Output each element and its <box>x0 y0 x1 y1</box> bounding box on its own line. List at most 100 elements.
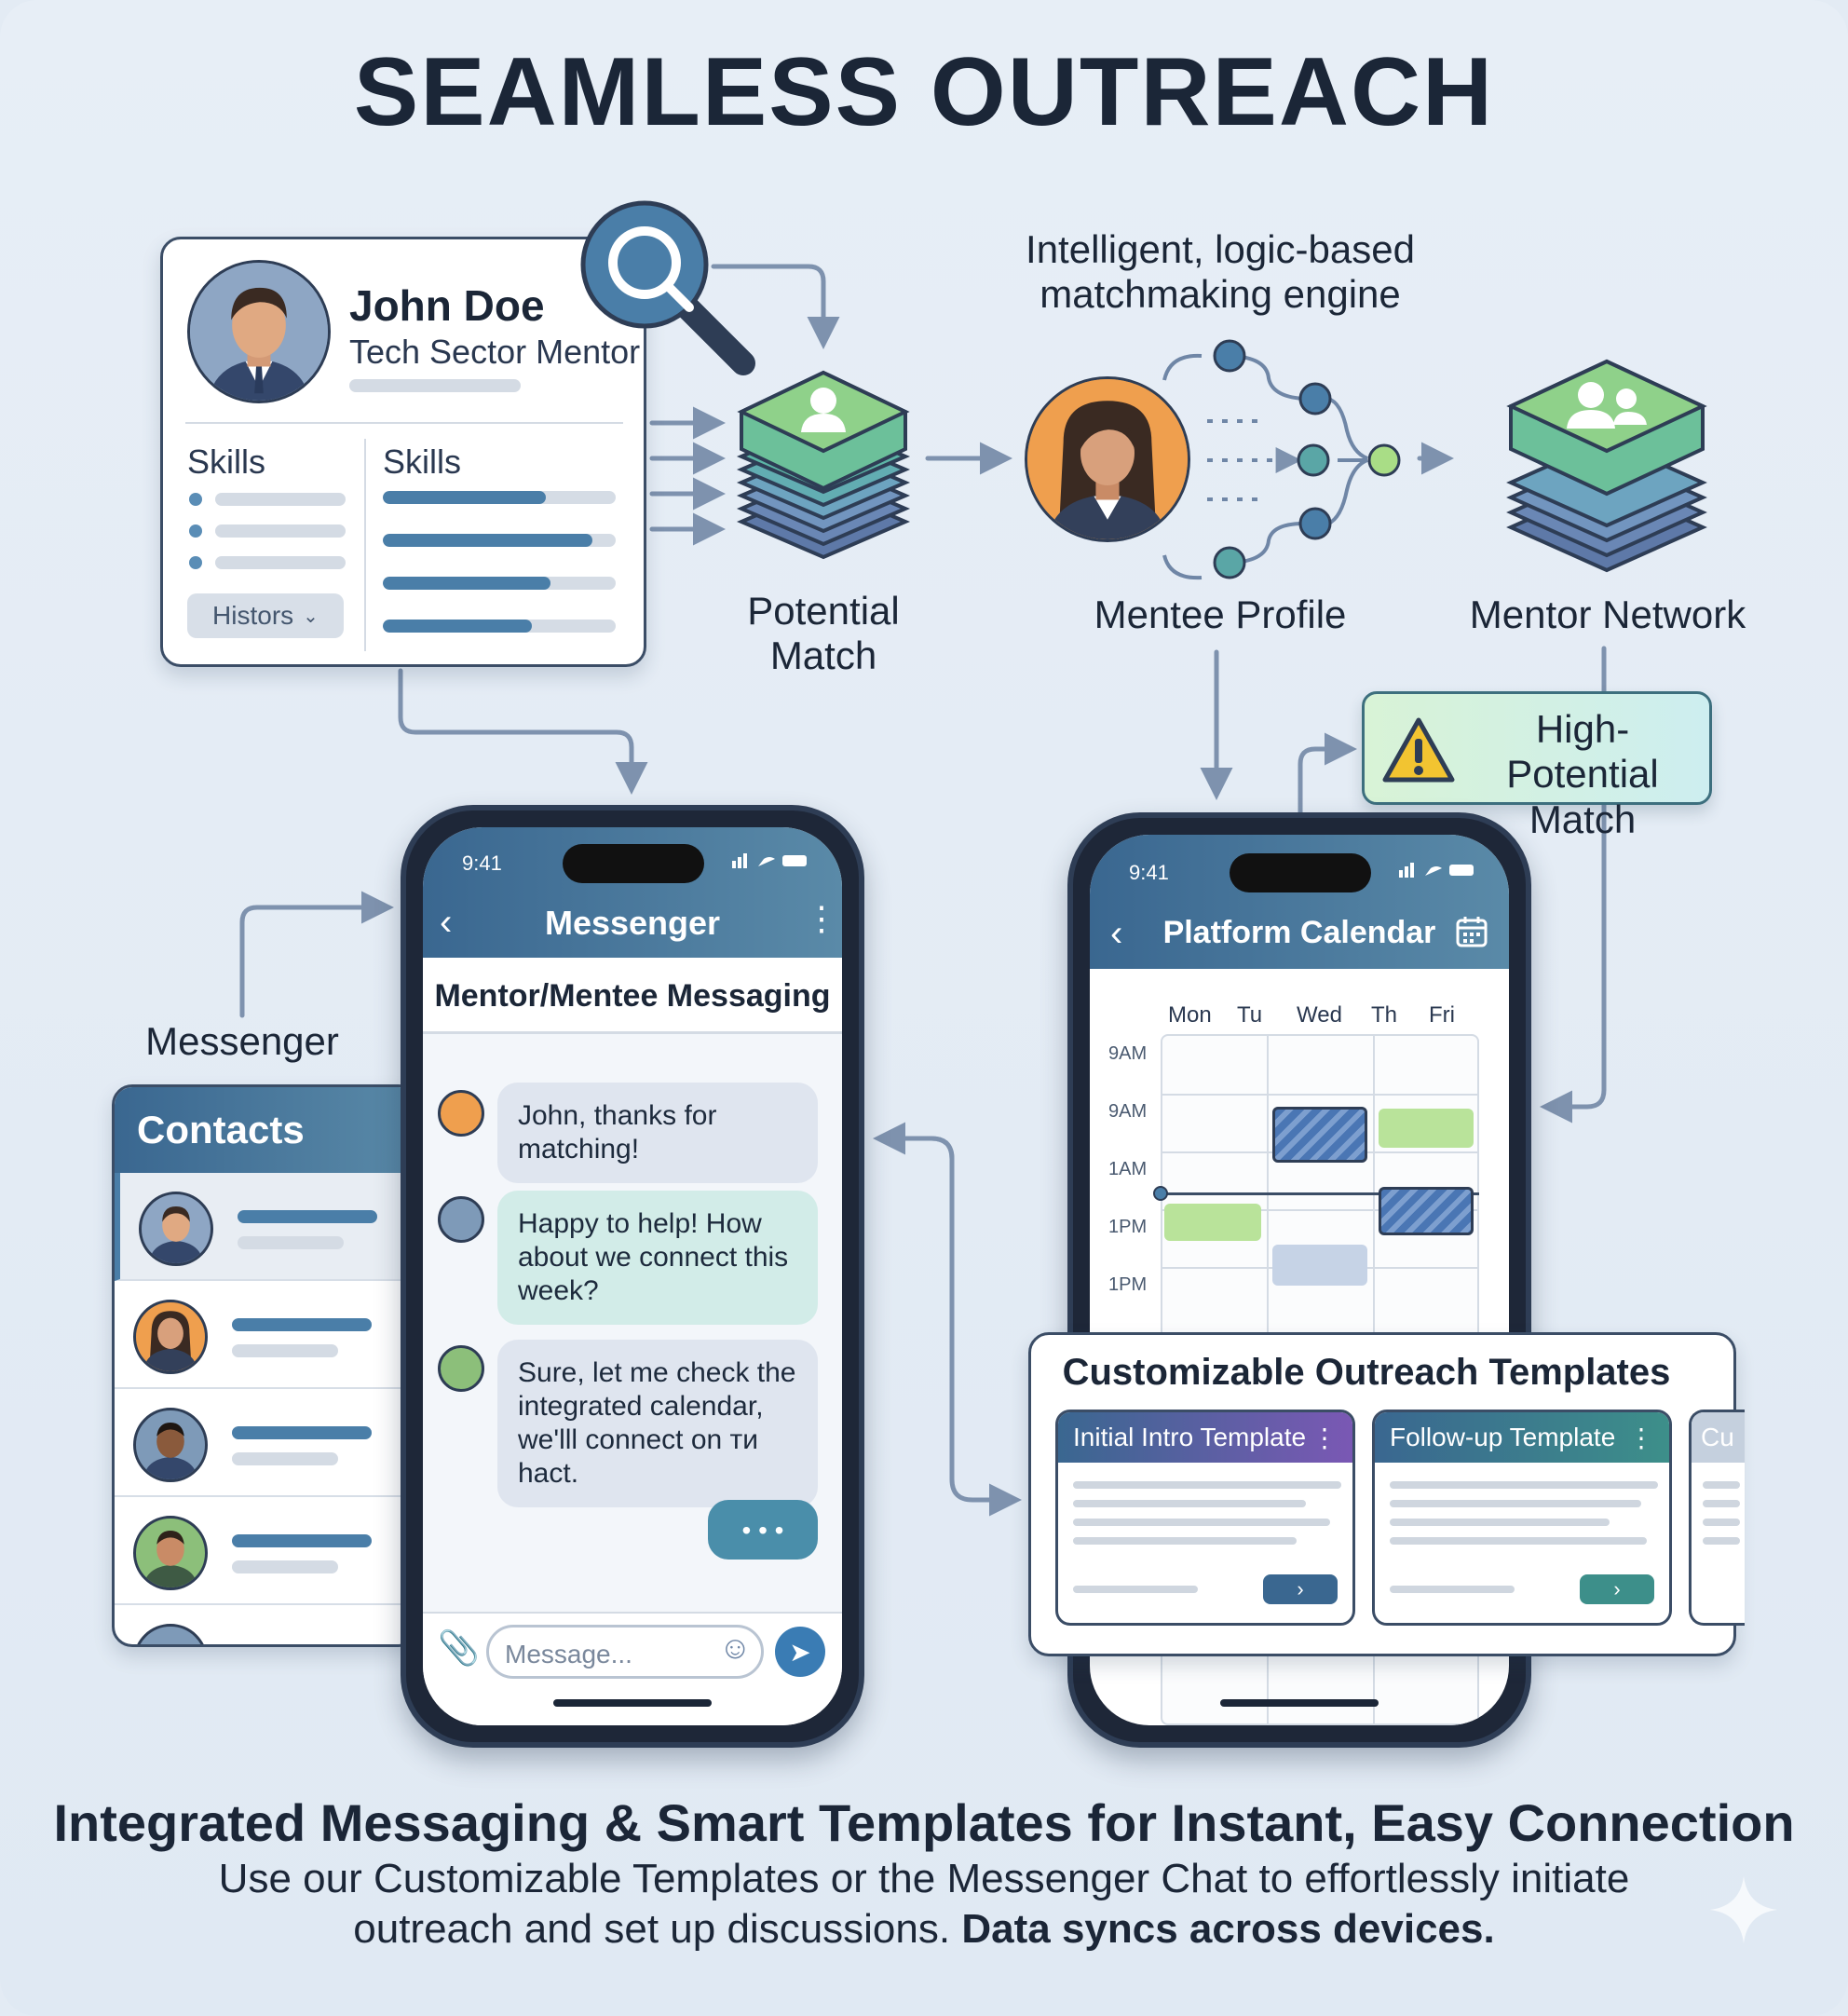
sparkle-icon <box>1710 1876 1777 1943</box>
grid-row-line <box>1161 1209 1479 1211</box>
template-card-followup[interactable]: Follow-up Template ⋮ › <box>1372 1410 1672 1626</box>
back-chevron-icon[interactable]: ‹ <box>1110 913 1123 954</box>
chevron-down-icon: ⌄ <box>303 606 319 627</box>
contact-name-bar <box>232 1426 372 1439</box>
send-button[interactable]: ➤ <box>775 1627 825 1677</box>
magnifier-icon <box>580 200 755 375</box>
calendar-event[interactable] <box>1164 1204 1261 1241</box>
template-line <box>1390 1500 1641 1507</box>
warning-icon <box>1382 717 1455 783</box>
emoji-icon[interactable]: ☺ <box>719 1630 752 1666</box>
chat-avatar-icon <box>438 1196 484 1243</box>
contact-row[interactable] <box>115 1497 416 1605</box>
signal-wifi-battery-icon <box>1399 863 1474 878</box>
template-card-title: Cu <box>1701 1423 1734 1451</box>
calendar-app-title: Platform Calendar <box>1162 915 1436 950</box>
contact-detail-bar <box>238 1236 344 1249</box>
message-input[interactable] <box>486 1625 764 1679</box>
template-card-custom[interactable]: Cu <box>1689 1410 1745 1626</box>
calendar-event[interactable] <box>1272 1245 1367 1286</box>
more-vertical-icon[interactable]: ⋮ <box>805 899 838 937</box>
skill-dot <box>189 493 202 506</box>
calendar-event[interactable] <box>1379 1109 1474 1148</box>
contact-detail-bar <box>232 1560 338 1573</box>
template-line <box>1390 1519 1610 1526</box>
skill-level-bar <box>383 491 616 504</box>
more-vertical-icon[interactable]: ⋮ <box>1628 1423 1654 1452</box>
contact-name-bar <box>238 1210 377 1223</box>
home-indicator <box>1220 1699 1379 1707</box>
skill-level-bar <box>383 534 616 547</box>
attachment-icon[interactable]: 📎 <box>438 1628 480 1667</box>
calendar-time-label: 1AM <box>1108 1159 1148 1179</box>
page-title: SEAMLESS OUTREACH <box>353 38 1495 146</box>
template-line <box>1703 1481 1740 1489</box>
template-next-button[interactable]: › <box>1580 1574 1654 1604</box>
template-line <box>1390 1586 1515 1593</box>
calendar-event[interactable] <box>1272 1107 1367 1163</box>
current-time-dot <box>1153 1186 1168 1201</box>
template-card-header: Initial Intro Template ⋮ <box>1058 1412 1352 1463</box>
name-placeholder-bar <box>349 379 521 392</box>
contact-avatar-icon <box>133 1624 208 1644</box>
template-line <box>1073 1481 1341 1489</box>
template-line <box>1390 1481 1658 1489</box>
contact-name-bar <box>232 1318 372 1331</box>
more-vertical-icon[interactable]: ⋮ <box>1311 1423 1338 1452</box>
contacts-panel: Contacts <box>112 1084 419 1647</box>
calendar-day-mon: Mon <box>1168 1002 1212 1028</box>
template-card-header: Follow-up Template ⋮ <box>1375 1412 1669 1463</box>
template-line <box>1390 1537 1647 1545</box>
calendar-icon[interactable] <box>1455 915 1488 948</box>
template-line <box>1073 1586 1198 1593</box>
contact-row[interactable] <box>115 1281 416 1389</box>
chat-avatar-icon <box>438 1345 484 1392</box>
status-icons <box>730 848 814 870</box>
template-line <box>1703 1500 1740 1507</box>
status-icons <box>1397 857 1481 879</box>
back-chevron-icon[interactable]: ‹ <box>440 902 453 943</box>
skill-level-bar <box>383 620 616 633</box>
signal-wifi-battery-icon <box>732 853 807 868</box>
footer-heading: Integrated Messaging & Smart Templates f… <box>53 1793 1795 1852</box>
high-potential-match-badge: High-Potential Match <box>1362 691 1712 841</box>
mentor-name: John Doe <box>349 281 545 330</box>
calendar-time-label: 1PM <box>1108 1274 1148 1295</box>
typing-indicator-bubble: • • • <box>708 1500 818 1560</box>
footer-line-2: outreach and set up discussions. Data sy… <box>112 1904 1736 1955</box>
calendar-day-fri: Fri <box>1429 1002 1455 1028</box>
skills-right-heading: Skills <box>383 443 462 481</box>
skills-divider <box>364 439 366 651</box>
contact-row[interactable] <box>115 1173 416 1281</box>
calendar-day-tu: Tu <box>1237 1002 1263 1028</box>
history-dropdown-label: Histors <box>212 601 294 630</box>
messenger-label: Messenger <box>145 1019 339 1063</box>
calendar-time-label: 1PM <box>1108 1217 1148 1237</box>
mentor-role: Tech Sector Mentor <box>349 333 641 371</box>
calendar-event[interactable] <box>1379 1187 1474 1235</box>
skill-bar <box>215 556 346 569</box>
templates-title: Customizable Outreach Templates <box>1062 1352 1671 1393</box>
template-card-title: Initial Intro Template <box>1073 1423 1307 1451</box>
contacts-header: Contacts <box>115 1087 416 1173</box>
contact-row[interactable] <box>115 1389 416 1497</box>
history-dropdown[interactable]: Histors ⌄ <box>187 593 344 638</box>
status-time: 9:41 <box>462 851 502 875</box>
contact-avatar-icon <box>139 1192 213 1266</box>
engine-note: Intelligent, logic-based matchmaking eng… <box>1026 227 1415 317</box>
template-line <box>1703 1519 1740 1526</box>
template-next-button[interactable]: › <box>1263 1574 1338 1604</box>
mentee-avatar <box>1025 376 1190 542</box>
contact-name-bar <box>232 1534 372 1547</box>
skill-dot <box>189 524 202 538</box>
calendar-time-label: 9AM <box>1108 1101 1148 1122</box>
contact-avatar-icon <box>133 1300 208 1374</box>
contact-avatar-icon <box>133 1516 208 1590</box>
contact-detail-bar <box>232 1344 338 1357</box>
current-time-line <box>1161 1192 1479 1195</box>
footer-line-2-plain: outreach and set up discussions. <box>353 1905 951 1952</box>
template-line <box>1073 1537 1297 1545</box>
dynamic-island <box>563 844 704 883</box>
template-card-intro[interactable]: Initial Intro Template ⋮ › <box>1055 1410 1355 1626</box>
mentor-avatar <box>187 260 331 403</box>
